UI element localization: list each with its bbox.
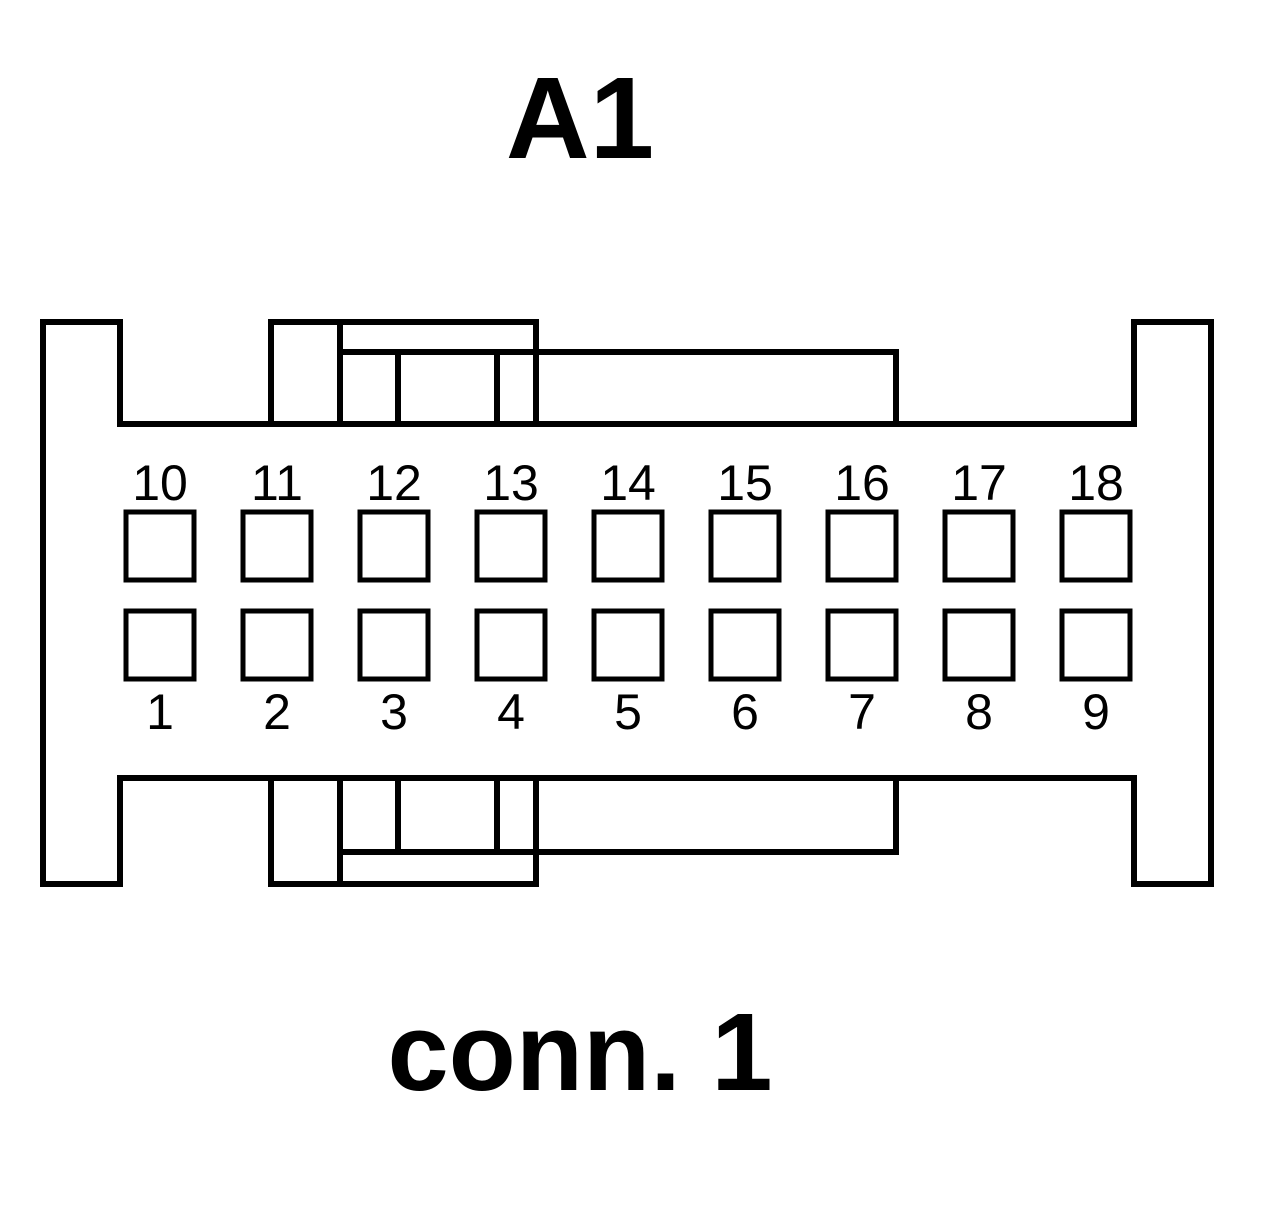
pin-top-label: 10 xyxy=(132,455,188,511)
pin-bottom-cavity xyxy=(591,608,665,682)
pin-bottom-cavity xyxy=(708,608,782,682)
pin-top-label: 14 xyxy=(600,455,656,511)
pin-top-cavity xyxy=(240,509,314,583)
pin-bottom-label: 3 xyxy=(380,684,408,740)
pin-bottom-label: 7 xyxy=(848,684,876,740)
pin-top-label: 16 xyxy=(834,455,890,511)
bottom-latch xyxy=(268,775,899,887)
top-latch xyxy=(268,319,899,427)
pin-bottom-label: 8 xyxy=(965,684,993,740)
pin-bottom-cavity xyxy=(1059,608,1133,682)
bottom-latch-slot xyxy=(337,775,899,855)
pin-bottom-label: 9 xyxy=(1082,684,1110,740)
pin-bottom-cavity xyxy=(123,608,197,682)
pin-top-label: 18 xyxy=(1068,455,1124,511)
connector-title: A1 xyxy=(506,53,654,183)
pin-bottom-cavity xyxy=(474,608,548,682)
pin-bottom-label: 2 xyxy=(263,684,291,740)
pin-bottom-cavity xyxy=(825,608,899,682)
pin-bottom-label: 4 xyxy=(497,684,525,740)
pin-bottom-cavity xyxy=(240,608,314,682)
pin-bottom-label: 5 xyxy=(614,684,642,740)
pin-top-cavity xyxy=(357,509,431,583)
pin-top-label: 13 xyxy=(483,455,539,511)
pin-top-cavity xyxy=(708,509,782,583)
pin-top-label: 15 xyxy=(717,455,773,511)
pin-top-cavity xyxy=(474,509,548,583)
pin-bottom-cavity xyxy=(357,608,431,682)
top-latch-slot xyxy=(337,349,899,427)
connector-caption: conn. 1 xyxy=(387,991,772,1114)
pin-bottom-cavity xyxy=(942,608,1016,682)
pin-top-label: 11 xyxy=(251,455,303,511)
pin-top-cavity xyxy=(825,509,899,583)
connector-housing xyxy=(40,319,1214,887)
housing-outline xyxy=(40,319,1214,887)
pin-bottom-label: 1 xyxy=(146,684,174,740)
pin-top-cavity xyxy=(1059,509,1133,583)
pin-top-cavity xyxy=(123,509,197,583)
pin-top-label: 12 xyxy=(366,455,422,511)
pin-bottom-label: 6 xyxy=(731,684,759,740)
pin-top-cavity xyxy=(591,509,665,583)
pin-top-cavity xyxy=(942,509,1016,583)
pin-top-label: 17 xyxy=(951,455,1007,511)
